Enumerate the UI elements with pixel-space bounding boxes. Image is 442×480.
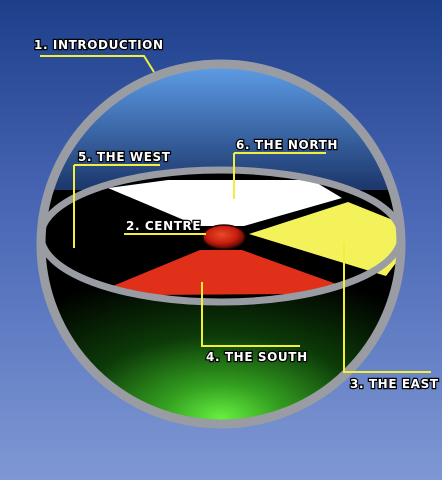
leader-south[interactable] — [201, 282, 300, 347]
quadrant-south — [108, 250, 342, 295]
label-north[interactable]: 6. THE NORTH — [235, 137, 339, 153]
leader-east[interactable] — [343, 243, 431, 373]
leader-introduction[interactable] — [40, 55, 155, 73]
label-east[interactable]: 3. THE EAST — [349, 376, 440, 392]
label-introduction[interactable]: 1. INTRODUCTION — [33, 37, 164, 53]
quadrant-north — [108, 180, 342, 226]
label-south[interactable]: 4. THE SOUTH — [205, 349, 309, 365]
label-centre[interactable]: 2. CENTRE — [125, 218, 202, 234]
sphere-rim — [36, 59, 406, 429]
quadrant-east — [249, 202, 402, 276]
centre-node — [202, 224, 246, 250]
label-west[interactable]: 5. THE WEST — [77, 149, 172, 165]
